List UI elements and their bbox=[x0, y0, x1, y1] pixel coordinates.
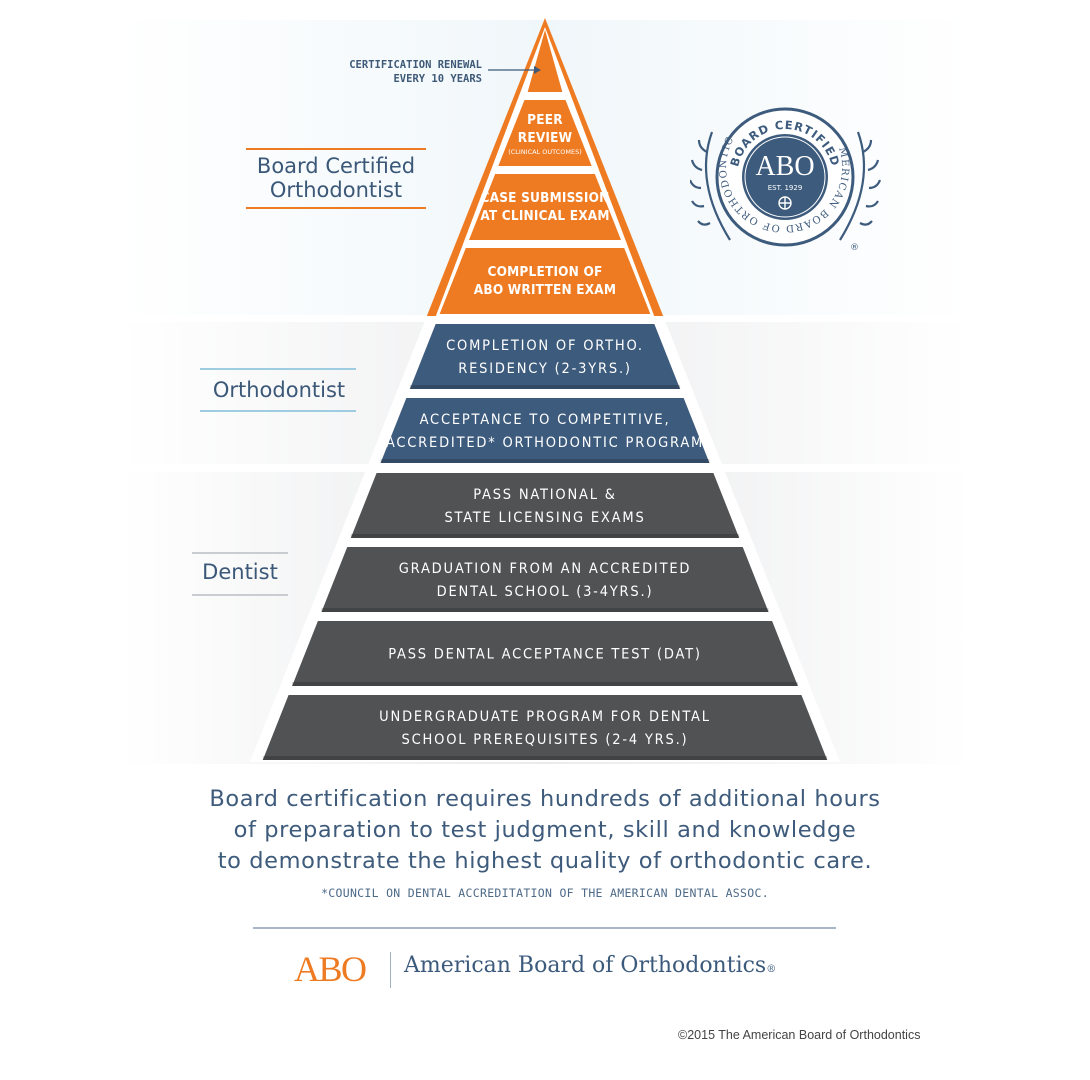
tier-line-ortho-bottom bbox=[200, 410, 356, 412]
caption-line: Board certification requires hundreds of… bbox=[209, 786, 881, 812]
pyramid-step-shadow bbox=[292, 682, 798, 686]
pyramid-step-shape bbox=[262, 695, 828, 760]
pyramid-step: COMPLETION OF ORTHO. RESIDENCY (2-3YRS.) bbox=[409, 324, 681, 389]
renewal-callout-line: EVERY 10 YEARS bbox=[393, 73, 482, 86]
pyramid-step-text: SCHOOL PREREQUISITES (2-4 YRS.) bbox=[402, 732, 689, 748]
pyramid-step-shape bbox=[498, 100, 592, 166]
tier-label-orthodontist: Orthodontist bbox=[196, 378, 362, 402]
pyramid-step bbox=[527, 30, 563, 92]
pyramid-step-shadow bbox=[350, 534, 740, 538]
pyramid-step-subtext: (CLINICAL OUTCOMES) bbox=[508, 148, 582, 156]
logo-separator bbox=[390, 952, 391, 988]
tier-line-dentist-top bbox=[192, 552, 288, 554]
pyramid-step-text: ACCREDITED* ORTHODONTIC PROGRAM bbox=[386, 435, 704, 451]
seal-inner-ring bbox=[740, 132, 830, 222]
pyramid-step-shape bbox=[468, 174, 622, 240]
pyramid-step: ACCEPTANCE TO COMPETITIVE, ACCREDITED* OR… bbox=[380, 398, 710, 463]
pyramid-step: UNDERGRADUATE PROGRAM FOR DENTAL SCHOOL P… bbox=[262, 695, 828, 760]
renewal-callout: CERTIFICATION RENEWAL EVERY 10 YEARS bbox=[300, 58, 482, 86]
tier-line-dentist-bottom bbox=[192, 594, 288, 596]
pyramid-step-text: AT CLINICAL EXAM bbox=[480, 208, 609, 224]
pyramid-step-text: REVIEW bbox=[518, 130, 573, 146]
pyramid-step-shadow bbox=[409, 385, 681, 389]
pyramid-step-text: RESIDENCY (2-3YRS.) bbox=[458, 361, 632, 377]
pyramid-step-shape bbox=[292, 621, 798, 686]
pyramid-step-text: CASE SUBMISSION bbox=[481, 190, 610, 206]
pyramid-step-shadow bbox=[380, 459, 710, 463]
pyramid-step-shape bbox=[409, 324, 681, 389]
pyramid-step-shape bbox=[380, 398, 710, 463]
tier-label-text: Dentist bbox=[202, 560, 278, 584]
pyramid-step-shape bbox=[439, 248, 651, 314]
pyramid-step-text: DENTAL SCHOOL (3-4YRS.) bbox=[437, 584, 654, 600]
caption-line: of preparation to test judgment, skill a… bbox=[233, 817, 857, 843]
seal-est: EST. 1929 bbox=[768, 184, 803, 192]
seal-abbr: ABO bbox=[755, 151, 814, 182]
organization-name: American Board of Orthodontics® bbox=[404, 953, 776, 978]
pyramid-step: PASS DENTAL ACCEPTANCE TEST (DAT) bbox=[292, 621, 798, 686]
pyramid-step: COMPLETION OF ABO WRITTEN EXAM bbox=[439, 248, 651, 314]
tier-label-text: Orthodontist bbox=[212, 378, 346, 402]
pyramid-step-text: GRADUATION FROM AN ACCREDITED bbox=[399, 561, 691, 577]
tier-line-board-bottom bbox=[246, 207, 426, 209]
tier-line-ortho-top bbox=[200, 368, 356, 370]
pyramid-step-shape bbox=[350, 473, 740, 538]
renewal-callout-line: CERTIFICATION RENEWAL bbox=[349, 59, 482, 71]
pyramid: PEER REVIEW (CLINICAL OUTCOMES) CASE SUBMIS… bbox=[262, 18, 828, 760]
pyramid-step-shadow bbox=[321, 608, 769, 612]
pyramid-step-shape bbox=[527, 30, 563, 92]
pyramid-step-text: STATE LICENSING EXAMS bbox=[444, 510, 645, 526]
pyramid-frame-board-inner bbox=[435, 27, 655, 316]
caption: Board certification requires hundreds of… bbox=[140, 784, 950, 877]
pyramid-step-text: ABO WRITTEN EXAM bbox=[474, 282, 616, 298]
pyramid-step-text: COMPLETION OF bbox=[488, 264, 603, 280]
pyramid-step: PASS NATIONAL & STATE LICENSING EXAMS bbox=[350, 473, 740, 538]
footnote: *COUNCIL ON DENTAL ACCREDITATION OF THE … bbox=[321, 886, 769, 900]
pyramid-step-shape bbox=[321, 547, 769, 612]
tier-label-line: Board Certified bbox=[256, 154, 416, 178]
tier-label-line: Orthodontist bbox=[269, 178, 403, 203]
copyright: ©2015 The American Board of Orthodontics bbox=[678, 1028, 921, 1042]
pyramid-step: PEER REVIEW (CLINICAL OUTCOMES) bbox=[498, 100, 592, 166]
seal-tooth-icon bbox=[778, 196, 792, 210]
registered-mark: ® bbox=[766, 964, 777, 975]
caption-line: to demonstrate the highest quality of or… bbox=[217, 848, 873, 874]
pyramid-step-text: UNDERGRADUATE PROGRAM FOR DENTAL bbox=[379, 709, 711, 725]
pyramid-step: CASE SUBMISSION AT CLINICAL EXAM bbox=[468, 174, 622, 240]
abo-seal: BOARD CERTIFIED AMERICAN BOARD OF ORTHOD… bbox=[690, 92, 882, 253]
divider bbox=[253, 927, 836, 929]
pyramid-step-text: ACCEPTANCE TO COMPETITIVE, bbox=[420, 412, 671, 428]
pyramid-step-text: PASS NATIONAL & bbox=[473, 487, 616, 503]
pyramid-step-text: PEER bbox=[527, 112, 563, 128]
seal-laurel-right-icon bbox=[839, 131, 882, 241]
callout-arrowhead-icon bbox=[534, 66, 541, 74]
pyramid-step-shadow bbox=[262, 756, 828, 760]
organization-name-text: American Board of Orthodontics bbox=[404, 953, 767, 978]
seal-laurel-left-icon bbox=[690, 131, 731, 241]
seal-registered-mark: ® bbox=[850, 243, 859, 253]
abo-logo: ABO bbox=[294, 949, 367, 989]
pyramid-step: GRADUATION FROM AN ACCREDITED DENTAL SCHO… bbox=[321, 547, 769, 612]
tier-label-dentist: Dentist bbox=[190, 560, 290, 584]
tier-line-board-top bbox=[246, 148, 426, 150]
pyramid-step-text: COMPLETION OF ORTHO. bbox=[446, 338, 644, 354]
pyramid-step-text: PASS DENTAL ACCEPTANCE TEST (DAT) bbox=[388, 647, 702, 663]
